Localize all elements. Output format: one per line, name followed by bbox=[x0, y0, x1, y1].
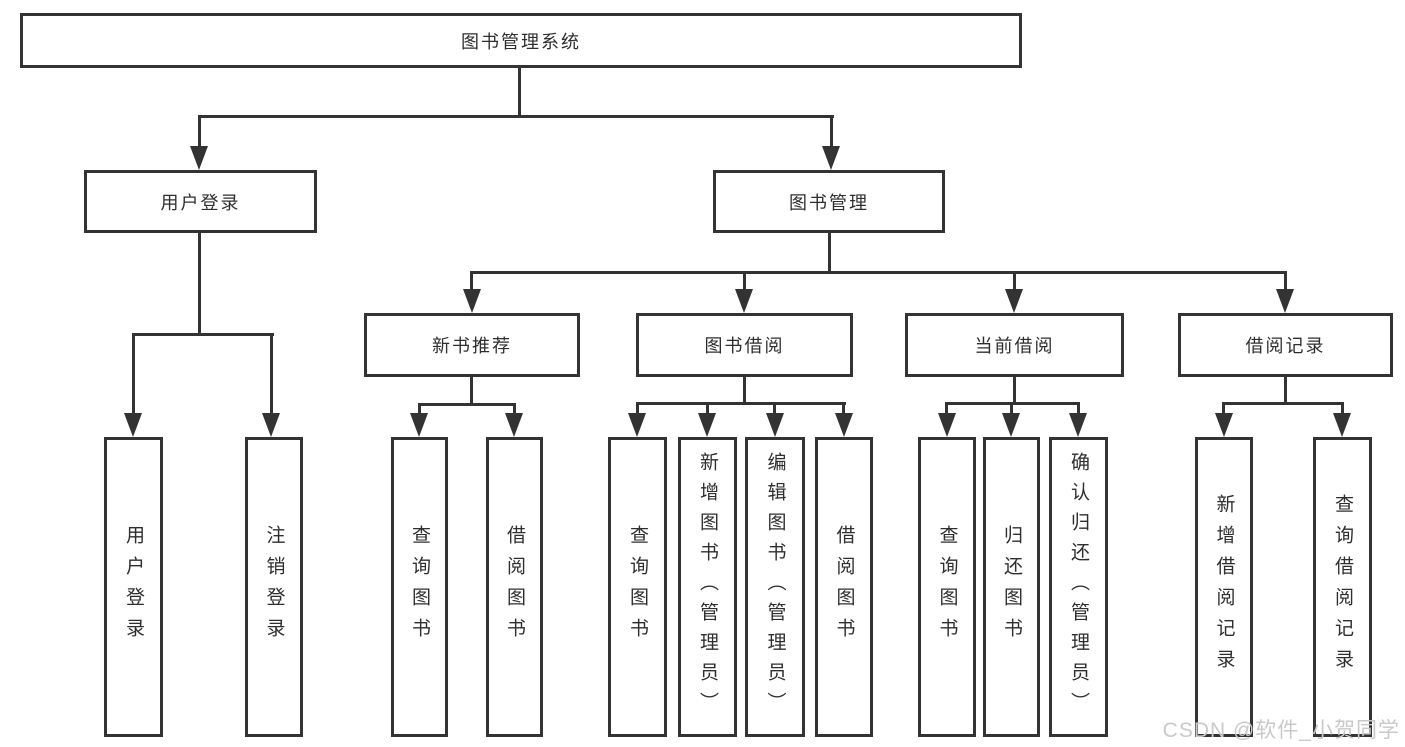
connector-line bbox=[706, 402, 709, 414]
connector-line bbox=[132, 333, 274, 336]
node-user-login: 用户登录 bbox=[84, 170, 317, 233]
connector-line bbox=[743, 271, 746, 291]
arrowhead-down bbox=[822, 146, 840, 170]
connector-line bbox=[198, 115, 201, 147]
arrowhead-down bbox=[1215, 413, 1233, 437]
arrowhead-down bbox=[766, 413, 784, 437]
connector-line bbox=[418, 403, 421, 415]
connector-line bbox=[945, 402, 948, 414]
leaf-query-books-recommend: 查询图书 bbox=[391, 437, 448, 737]
connector-line bbox=[470, 271, 473, 291]
connector-line bbox=[418, 403, 516, 406]
node-current-borrow: 当前借阅 bbox=[905, 313, 1124, 377]
connector-line bbox=[471, 271, 1287, 274]
arrowhead-down bbox=[1005, 289, 1023, 313]
connector-line bbox=[773, 402, 776, 414]
connector-line bbox=[513, 403, 516, 415]
arrowhead-down bbox=[190, 146, 208, 170]
connector-line bbox=[518, 68, 521, 118]
connector-line bbox=[1222, 402, 1344, 405]
arrowhead-down bbox=[1069, 413, 1087, 437]
leaf-logout: 注销登录 bbox=[245, 437, 303, 737]
leaf-confirm-return-admin: 确认归还（管理员） bbox=[1049, 437, 1108, 737]
arrowhead-down bbox=[628, 413, 646, 437]
connector-line bbox=[830, 115, 833, 147]
node-book-borrow: 图书借阅 bbox=[636, 313, 853, 377]
connector-line bbox=[198, 233, 201, 335]
arrowhead-down bbox=[698, 413, 716, 437]
leaf-query-books-borrow: 查询图书 bbox=[608, 437, 667, 737]
connector-line bbox=[1284, 377, 1287, 404]
connector-line bbox=[636, 402, 846, 405]
connector-line bbox=[198, 115, 834, 118]
connector-line bbox=[132, 333, 135, 415]
arrowhead-down bbox=[938, 413, 956, 437]
connector-line bbox=[1013, 377, 1016, 404]
node-book-management: 图书管理 bbox=[713, 170, 945, 233]
connector-line bbox=[1341, 402, 1344, 414]
node-borrow-records: 借阅记录 bbox=[1178, 313, 1393, 377]
connector-line bbox=[1010, 402, 1013, 414]
leaf-borrow-books: 借阅图书 bbox=[815, 437, 873, 737]
leaf-add-books-admin: 新增图书（管理员） bbox=[678, 437, 737, 737]
csdn-watermark: CSDN @软件_小贺同学 bbox=[1162, 719, 1400, 742]
connector-line bbox=[270, 333, 273, 415]
leaf-query-books-current: 查询图书 bbox=[918, 437, 976, 737]
connector-line bbox=[636, 402, 639, 414]
connector-line bbox=[828, 233, 831, 273]
connector-line bbox=[1077, 402, 1080, 414]
arrowhead-down bbox=[835, 413, 853, 437]
arrowhead-down bbox=[1276, 289, 1294, 313]
connector-line bbox=[1284, 271, 1287, 291]
leaf-edit-books-admin: 编辑图书（管理员） bbox=[745, 437, 805, 737]
leaf-user-login: 用户登录 bbox=[104, 437, 163, 737]
arrowhead-down bbox=[124, 413, 142, 437]
leaf-borrow-books-recommend: 借阅图书 bbox=[486, 437, 543, 737]
leaf-return-books: 归还图书 bbox=[983, 437, 1040, 737]
connector-line bbox=[842, 402, 845, 414]
arrowhead-down bbox=[1333, 413, 1351, 437]
arrowhead-down bbox=[1002, 413, 1020, 437]
arrowhead-down bbox=[463, 289, 481, 313]
leaf-add-borrow-record: 新增借阅记录 bbox=[1195, 437, 1253, 737]
connector-line bbox=[1013, 271, 1016, 291]
arrowhead-down bbox=[505, 413, 523, 437]
arrowhead-down bbox=[410, 413, 428, 437]
connector-line bbox=[743, 377, 746, 404]
arrowhead-down bbox=[262, 413, 280, 437]
node-new-book-recommend: 新书推荐 bbox=[364, 313, 580, 377]
connector-line bbox=[470, 377, 473, 405]
leaf-query-borrow-record: 查询借阅记录 bbox=[1313, 437, 1372, 737]
arrowhead-down bbox=[735, 289, 753, 313]
node-library-system: 图书管理系统 bbox=[20, 13, 1022, 68]
connector-line bbox=[1222, 402, 1225, 414]
